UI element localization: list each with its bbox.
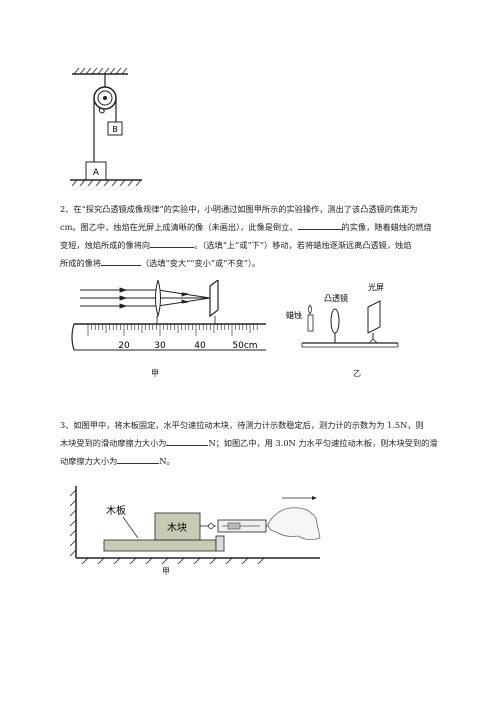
screen-label: 光屏 <box>368 283 384 292</box>
ruler-label-50cm: 50cm <box>232 341 257 351</box>
ruler-label-20: 20 <box>118 341 130 351</box>
answer-blank-friction-1[interactable] <box>166 436 209 446</box>
question-3: 3、如图甲中，将木板固定，水平匀速拉动木块，待测力计示数稳定后，测力计的示数为为… <box>60 416 470 470</box>
question-2: 2、在“探究凸透镜成像规律”的实验中，小明通过如图甲所示的实验操作，测出了该凸透… <box>60 200 470 272</box>
caption-jia-fig3: 甲 <box>162 567 170 576</box>
pulley-figure: B A <box>70 67 142 187</box>
ruler-label-30: 30 <box>154 341 166 351</box>
caption-jia-fig2: 甲 <box>151 369 159 378</box>
q2-line-2: cm。图乙中，烛焰在光屏上成清晰的像（未画出），此像是倒立、的实像，随着蜡烛的燃… <box>60 220 432 232</box>
lens-label: 凸透镜 <box>324 293 348 303</box>
answer-blank-friction-2[interactable] <box>117 454 160 464</box>
focal-length-figure: 20 30 40 50cm <box>71 280 266 351</box>
optical-bench-figure: 凸透镜 光屏 蜡烛 <box>286 283 399 348</box>
caption-yi-fig2: 乙 <box>353 369 361 378</box>
candle-label: 蜡烛 <box>286 310 302 320</box>
weight-a-label: A <box>93 168 100 178</box>
board-label: 木板 <box>106 504 126 517</box>
q2-line-1: 2、在“探究凸透镜成像规律”的实验中，小明通过如图甲所示的实验操作，测出了该凸透… <box>60 204 418 214</box>
ruler-ticks <box>87 324 258 336</box>
block-label: 木块 <box>167 522 187 534</box>
q2-line-4: 所成的像将（选填“变大”“变小”或“不变”）。 <box>60 256 261 268</box>
answer-blank-image-direction[interactable] <box>150 238 195 248</box>
q2-line-3: 变短，烛焰所成的像将向。（选填“上”或“下”）移动，若将蜡烛逐渐远离凸透镜，烛焰 <box>60 238 412 250</box>
q3-line-1: 3、如图甲中，将木板固定，水平匀速拉动木块，待测力计示数稳定后，测力计的示数为为… <box>60 420 424 430</box>
answer-blank-image-type[interactable] <box>297 220 342 230</box>
answer-blank-image-size[interactable] <box>100 256 141 266</box>
friction-figure: 木板 木块 <box>69 486 321 565</box>
weight-b-label: B <box>112 125 118 134</box>
ruler-label-40: 40 <box>194 341 206 351</box>
